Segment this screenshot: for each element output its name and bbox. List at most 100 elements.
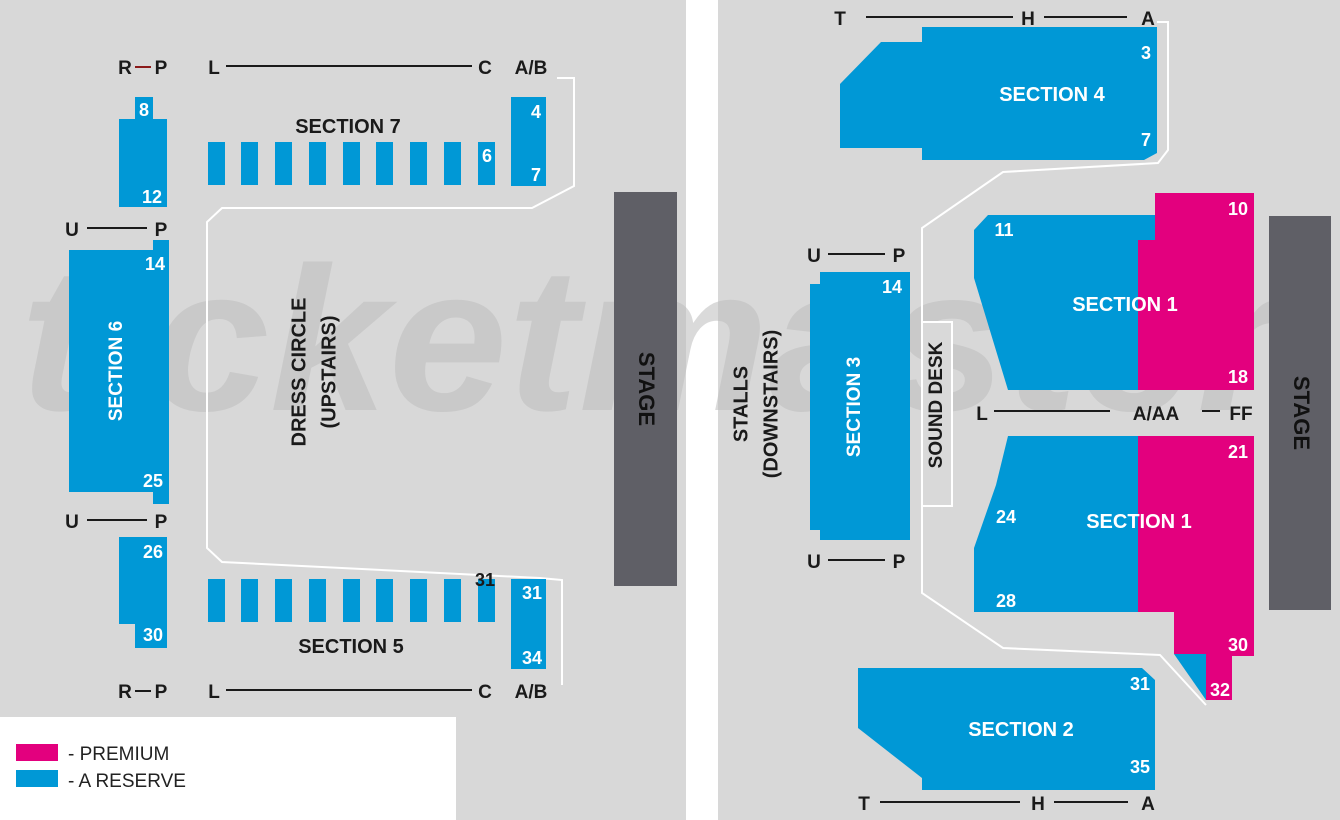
dress-circle-stage <box>614 192 677 586</box>
s5-column[interactable] <box>208 579 225 622</box>
s3-row-u-top: U <box>807 246 821 267</box>
mid-row-l: L <box>976 404 988 425</box>
s5-column[interactable] <box>275 579 292 622</box>
s6-row-p-top: P <box>155 220 168 241</box>
section-1-upper-block[interactable] <box>974 215 1155 390</box>
s7-column[interactable] <box>410 142 427 185</box>
s3-row-u-bottom: U <box>807 552 821 573</box>
s2-row-h: H <box>1031 794 1045 815</box>
s3-row-p-top: P <box>893 246 906 267</box>
s7-column[interactable] <box>376 142 393 185</box>
s4-seat-3: 3 <box>1141 43 1151 63</box>
s7-column[interactable] <box>275 142 292 185</box>
dress-circle-stage-label: STAGE <box>634 352 659 426</box>
s7-row-p: P <box>155 58 168 79</box>
s7-row-c: C <box>478 58 492 79</box>
s5-seat-34: 34 <box>522 648 542 668</box>
s7-column[interactable] <box>478 142 495 185</box>
dress-circle-title: DRESS CIRCLE <box>288 298 310 447</box>
s7-column[interactable] <box>343 142 360 185</box>
s5-seat-26: 26 <box>143 542 163 562</box>
s3-seat-14: 14 <box>882 277 902 297</box>
s5-row-c: C <box>478 682 492 703</box>
s5-column[interactable] <box>343 579 360 622</box>
s2-row-t: T <box>858 794 870 815</box>
s5-row-r: R <box>118 682 132 703</box>
panel-divider <box>686 0 718 820</box>
s1l-seat-32: 32 <box>1210 680 1230 700</box>
dress-circle-subtitle: (UPSTAIRS) <box>318 316 340 429</box>
legend-a-reserve-swatch <box>16 770 58 787</box>
section-2-label: SECTION 2 <box>968 719 1074 741</box>
s5-row-ab: A/B <box>515 682 548 703</box>
s7-column[interactable] <box>241 142 258 185</box>
stalls-title: STALLS <box>730 366 752 442</box>
section-1-lower-premium[interactable] <box>1138 436 1254 700</box>
s1l-seat-21: 21 <box>1228 442 1248 462</box>
s1l-seat-28: 28 <box>996 591 1016 611</box>
s5-row-p: P <box>155 512 168 533</box>
section-1-lower-label: SECTION 1 <box>1086 511 1192 533</box>
s1l-seat-30: 30 <box>1228 635 1248 655</box>
section-7-label: SECTION 7 <box>295 116 401 138</box>
section-6-block[interactable] <box>69 240 169 504</box>
s4-row-t: T <box>834 9 846 30</box>
s5-row-u: U <box>65 512 79 533</box>
s2-row-a: A <box>1141 794 1155 815</box>
section-3-block[interactable] <box>810 272 910 540</box>
section-4-block[interactable] <box>840 27 1157 160</box>
mid-row-ff: FF <box>1229 404 1252 425</box>
section-2-block[interactable] <box>858 668 1155 790</box>
s5-block-31-34[interactable] <box>511 579 546 669</box>
s5-column[interactable] <box>444 579 461 622</box>
s5-column[interactable] <box>410 579 427 622</box>
s1l-seat-24: 24 <box>996 507 1016 527</box>
s7-seat-6: 6 <box>482 146 492 166</box>
s1u-seat-10: 10 <box>1228 199 1248 219</box>
s7-seat-7: 7 <box>531 165 541 185</box>
legend-box <box>0 717 456 820</box>
s7-column[interactable] <box>309 142 326 185</box>
dress-circle-aisle <box>206 77 575 685</box>
s7-column[interactable] <box>208 142 225 185</box>
s5-seat-columns <box>208 579 495 622</box>
s4-seat-7: 7 <box>1141 130 1151 150</box>
s1u-seat-18: 18 <box>1228 367 1248 387</box>
s6-seat-25: 25 <box>143 471 163 491</box>
s1u-seat-11: 11 <box>994 220 1013 240</box>
s2-seat-31: 31 <box>1130 674 1150 694</box>
s5-block-26-30[interactable] <box>119 537 167 648</box>
stalls-aisle <box>921 21 1207 706</box>
section-4-label: SECTION 4 <box>999 84 1105 106</box>
s5-seat-30: 30 <box>143 625 163 645</box>
s5-column[interactable] <box>241 579 258 622</box>
s5-seat-31: 31 <box>522 583 542 603</box>
s6-seat-14: 14 <box>145 254 165 274</box>
s5-seat-31-outer: 31 <box>475 570 495 590</box>
s7-block-4-7[interactable] <box>511 97 546 186</box>
section-5-label: SECTION 5 <box>298 636 404 658</box>
legend-premium-label: - PREMIUM <box>68 744 169 765</box>
s3-row-p-bottom: P <box>893 552 906 573</box>
stalls-stage-label: STAGE <box>1289 376 1314 450</box>
s4-row-h: H <box>1021 9 1035 30</box>
s7-block-8-12[interactable] <box>119 97 167 207</box>
s2-seat-35: 35 <box>1130 757 1150 777</box>
s5-row-p-bottom: P <box>155 682 168 703</box>
s5-column[interactable] <box>309 579 326 622</box>
s7-row-l: L <box>208 58 220 79</box>
mid-row-a-aa: A/AA <box>1133 404 1180 425</box>
section-1-lower-wedge[interactable] <box>1174 654 1206 700</box>
s7-row-ab: A/B <box>515 58 548 79</box>
section-1-upper-premium[interactable] <box>1138 193 1254 390</box>
s5-column[interactable] <box>376 579 393 622</box>
section-1-lower-block[interactable] <box>974 436 1138 612</box>
stalls-stage <box>1269 216 1331 610</box>
s4-row-a: A <box>1141 9 1155 30</box>
s7-column[interactable] <box>444 142 461 185</box>
s7-seat-12: 12 <box>142 187 162 207</box>
s5-column[interactable] <box>478 579 495 622</box>
section-6-label: SECTION 6 <box>106 321 127 421</box>
